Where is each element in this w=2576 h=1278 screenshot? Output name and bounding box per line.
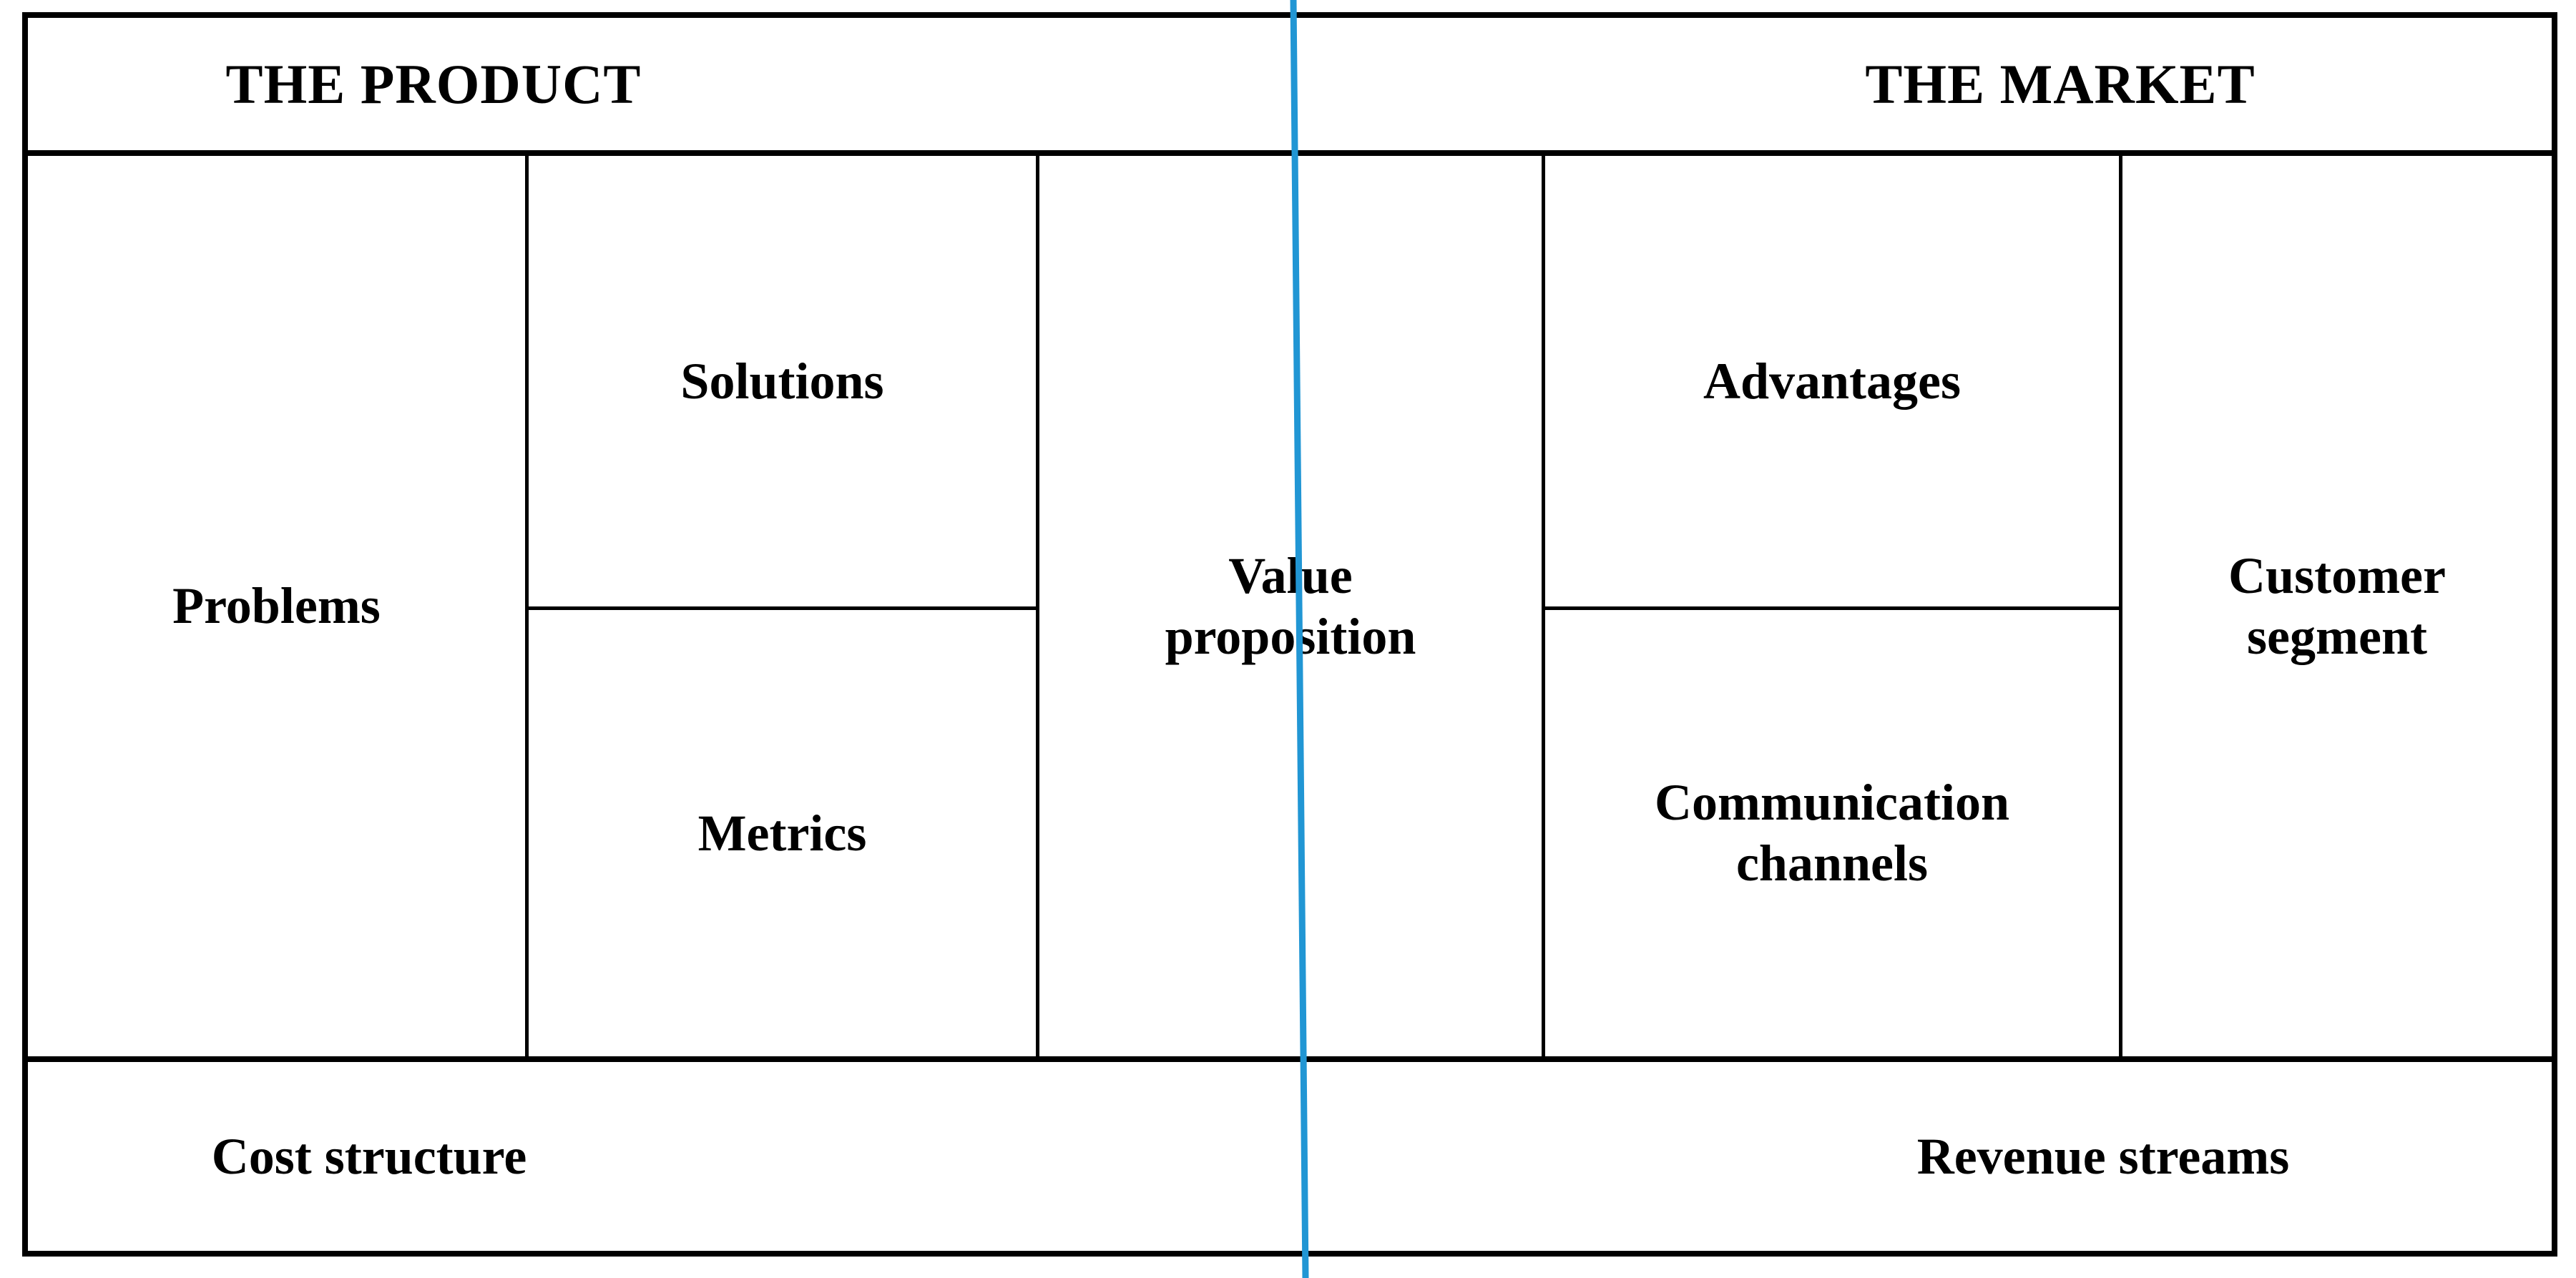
cell-metrics-label: Metrics: [697, 804, 867, 862]
header-the-market: THE MARKET: [1865, 52, 2256, 115]
cell-customer-line1: Customer: [2228, 546, 2446, 604]
cell-solutions-label: Solutions: [680, 352, 884, 410]
bottom-row: Cost structure Revenue streams: [28, 1056, 2552, 1251]
cell-advantages-label: Advantages: [1703, 352, 1962, 410]
cell-communication-line1: Communication: [1654, 774, 2010, 832]
cell-communication-channels-label: Communication channels: [1655, 772, 2009, 894]
cell-metrics[interactable]: Metrics: [529, 610, 1036, 1056]
cell-revenue-streams[interactable]: Revenue streams: [1916, 1127, 2290, 1185]
column-advantages-channels: Advantages Communication channels: [1545, 156, 2122, 1056]
header-row: THE PRODUCT THE MARKET: [28, 18, 2552, 156]
cell-customer-line2: segment: [2247, 607, 2427, 665]
cell-problems[interactable]: Problems: [28, 156, 529, 1056]
cell-problems-label: Problems: [172, 577, 381, 635]
cell-customer-segment-label: Customer segment: [2228, 546, 2446, 667]
header-the-product: THE PRODUCT: [225, 52, 642, 115]
canvas-table: THE PRODUCT THE MARKET Problems Solution…: [22, 12, 2557, 1257]
middle-row: Problems Solutions Metrics Value proposi…: [28, 156, 2552, 1056]
column-solutions-metrics: Solutions Metrics: [529, 156, 1039, 1056]
cell-value-proposition-line1: Value: [1228, 546, 1353, 604]
cell-customer-segment[interactable]: Customer segment: [2122, 156, 2552, 1056]
cell-advantages[interactable]: Advantages: [1545, 156, 2119, 610]
cell-value-proposition[interactable]: Value proposition: [1039, 156, 1545, 1056]
cell-cost-structure[interactable]: Cost structure: [211, 1127, 527, 1185]
cell-solutions[interactable]: Solutions: [529, 156, 1036, 610]
cell-communication-channels[interactable]: Communication channels: [1545, 610, 2119, 1056]
cell-value-proposition-line2: proposition: [1165, 607, 1416, 665]
cell-value-proposition-label: Value proposition: [1165, 546, 1416, 667]
cell-communication-line2: channels: [1735, 835, 1929, 892]
